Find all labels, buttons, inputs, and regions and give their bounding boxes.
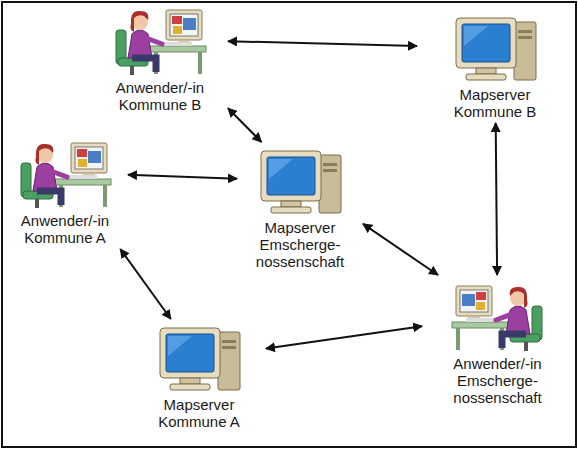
user-workstation: Anwender/-in Kommune B [95,2,225,113]
user-icon [110,2,210,77]
map-server: Mapserver Emscherge- nossenschaft [240,145,360,270]
node-label: Anwender/-in Kommune A [10,212,120,246]
double-arrow [128,175,237,179]
double-arrow [496,123,497,275]
node-label: Anwender/-in Emscherge- nossenschaft [438,355,558,406]
double-arrow [120,249,171,319]
double-arrow [363,224,438,275]
double-arrow [228,108,261,142]
map-server: Mapserver Kommune A [135,322,263,430]
node-label: Mapserver Kommune A [139,396,259,430]
server-icon [253,145,348,217]
node-label: Mapserver Kommune B [435,86,555,120]
user-workstation: Anwender/-in Emscherge- nossenschaft [425,278,570,406]
map-server: Mapserver Kommune B [420,12,570,120]
server-icon [152,322,247,394]
double-arrow [228,41,417,46]
node-label: Anwender/-in Kommune B [105,79,215,113]
user-icon [448,278,548,353]
user-workstation: Anwender/-in Kommune A [5,135,125,246]
server-icon [448,12,543,84]
node-label: Mapserver Emscherge- nossenschaft [245,219,355,270]
user-icon [15,135,115,210]
double-arrow [266,326,422,348]
